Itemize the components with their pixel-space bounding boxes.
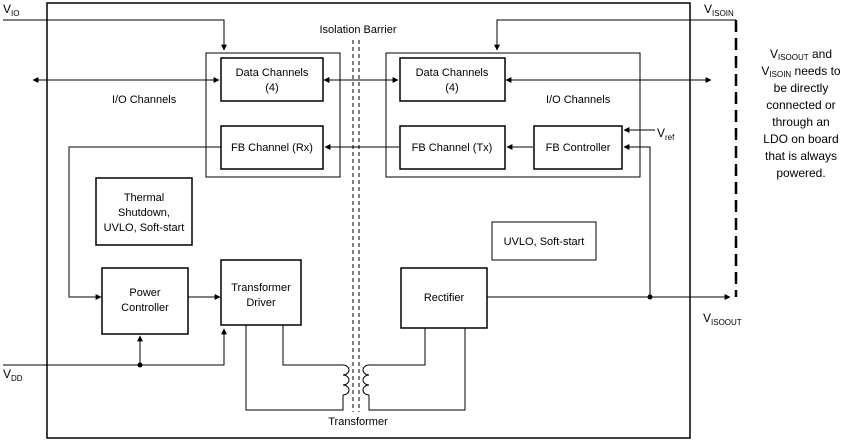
primary-winding-wire bbox=[282, 325, 343, 366]
io-channels-left-label: I/O Channels bbox=[112, 94, 177, 106]
vdd-junction-dot bbox=[137, 362, 143, 368]
uvlo-softstart-right-label: UVLO, Soft-start bbox=[504, 236, 585, 248]
fb-rx-to-power-controller-wire bbox=[68, 146, 221, 300]
visoin-wire bbox=[494, 19, 736, 51]
data-channels-right-label: Data Channels bbox=[416, 67, 489, 79]
vio-wire bbox=[3, 19, 227, 51]
note-line-4: connected or bbox=[766, 98, 835, 112]
note-line-5: through an bbox=[772, 115, 829, 129]
note-line-7: that is always bbox=[765, 149, 837, 163]
thermal-label-line3: UVLO, Soft-start bbox=[104, 222, 185, 234]
power-controller-label-line2: Controller bbox=[121, 302, 169, 314]
visoout-junction-dot bbox=[647, 294, 653, 300]
visoin-pin-label: VISOIN bbox=[704, 2, 734, 18]
visoout-pin-label: VISOOUT bbox=[703, 311, 742, 327]
uvlo-softstart-right-block bbox=[491, 221, 597, 261]
left-io-group bbox=[205, 52, 341, 178]
thermal-label-line1: Thermal bbox=[124, 192, 164, 204]
data-channels-left-count: (4) bbox=[265, 82, 278, 94]
vdd-pin-label: VDD bbox=[3, 367, 23, 383]
data-channels-right-block bbox=[399, 57, 506, 102]
fb-controller-block bbox=[533, 125, 623, 170]
primary-coil bbox=[342, 364, 350, 396]
secondary-winding-wire bbox=[369, 328, 426, 366]
transformer-driver-label-line2: Driver bbox=[246, 297, 276, 309]
transformer-label: Transformer bbox=[328, 416, 388, 428]
secondary-coil bbox=[362, 364, 370, 396]
rectifier-block bbox=[400, 267, 488, 329]
fb-channel-tx-label: FB Channel (Tx) bbox=[412, 142, 493, 154]
chip-outline bbox=[46, 2, 691, 439]
vref-pin-label: Vref bbox=[657, 126, 675, 142]
fb-channel-tx-block bbox=[399, 125, 506, 170]
io-channels-right-label: I/O Channels bbox=[546, 94, 611, 106]
thermal-label-line2: Shutdown, bbox=[118, 207, 170, 219]
secondary-winding-bottom-wire bbox=[368, 328, 466, 411]
rectifier-label: Rectifier bbox=[424, 292, 465, 304]
fb-channel-rx-label: FB Channel (Rx) bbox=[231, 142, 313, 154]
power-controller-block bbox=[101, 267, 189, 335]
power-controller-label-line1: Power bbox=[129, 287, 161, 299]
fb-controller-label: FB Controller bbox=[546, 142, 611, 154]
vdd-wire bbox=[3, 328, 227, 366]
transformer-driver-block bbox=[220, 259, 302, 326]
note-line-2: VISOIN needs to bbox=[761, 64, 840, 79]
right-io-group bbox=[385, 52, 641, 178]
data-channels-left-block bbox=[220, 57, 324, 102]
fb-channel-rx-block bbox=[220, 125, 324, 170]
note-line-6: LDO on board bbox=[763, 132, 838, 146]
thermal-shutdown-block bbox=[95, 177, 193, 246]
note-line-1: VISOOUT and bbox=[770, 47, 832, 62]
isolation-barrier-label: Isolation Barrier bbox=[319, 24, 396, 36]
data-channels-right-count: (4) bbox=[445, 82, 458, 94]
note-line-3: be directly bbox=[774, 81, 829, 95]
primary-winding-bottom-wire bbox=[245, 325, 344, 411]
vio-pin-label: VIO bbox=[3, 2, 19, 18]
note-line-8: powered. bbox=[776, 166, 825, 180]
data-channels-left-label: Data Channels bbox=[236, 67, 309, 79]
transformer-driver-label-line1: Transformer bbox=[231, 282, 291, 294]
visoout-feedback-wire bbox=[623, 144, 651, 297]
